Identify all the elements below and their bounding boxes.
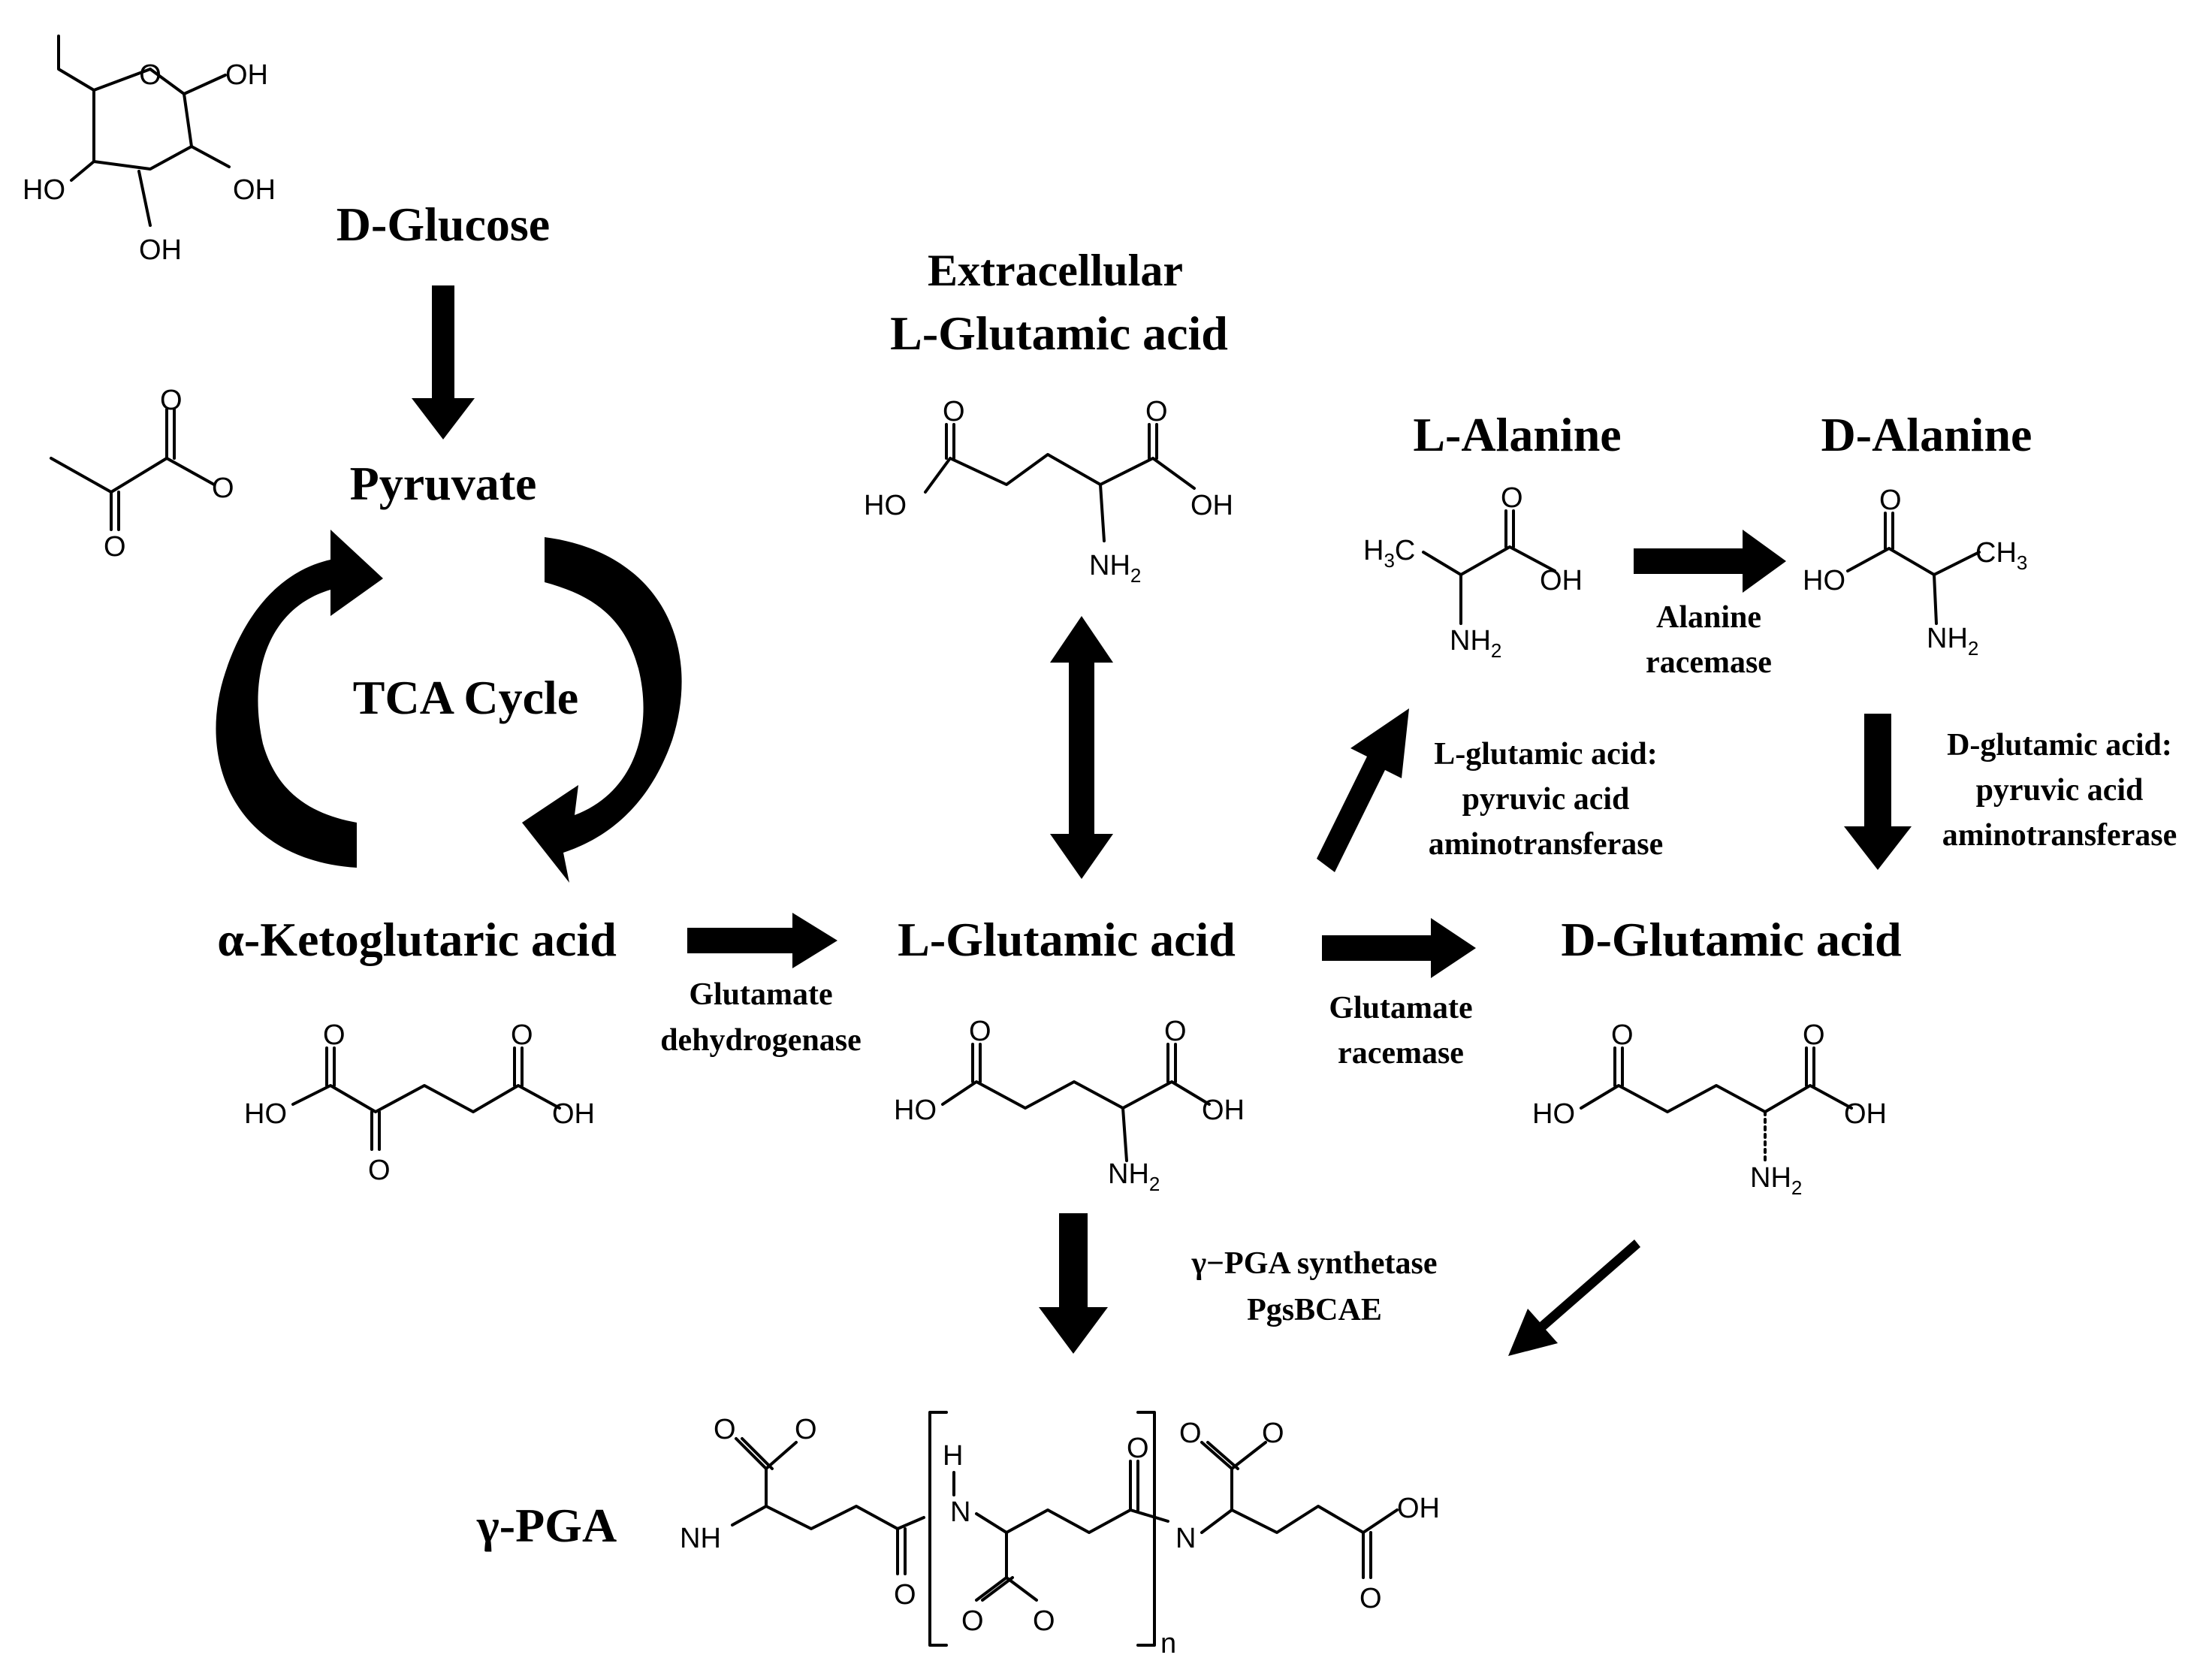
d-ala-oxygen: O: [1879, 485, 1902, 516]
gdh-label-line2: dehydrogenase: [660, 1023, 862, 1058]
gdh-label-line1: Glutamate: [689, 977, 832, 1012]
tca-cycle-label: TCA Cycle: [353, 671, 578, 724]
l-glu-nh2: NH2: [1108, 1158, 1160, 1195]
l-glu-oxygen-1: O: [969, 1016, 991, 1047]
glucose-ring-oxygen: O: [139, 59, 161, 91]
ext-glu-oh: OH: [1190, 490, 1233, 521]
d-ala-ch3: CH3: [1975, 537, 2027, 574]
pga-synthetase-label-line2: PgsBCAE: [1247, 1293, 1382, 1327]
l-alanine-structure: O H3C OH NH2: [1363, 482, 1583, 662]
d-glu-oh: OH: [1844, 1098, 1887, 1130]
glucose-oh-1: OH: [225, 59, 268, 91]
l-glutamic-to-pga-arrow: [1039, 1213, 1108, 1354]
d-glutamic-structure: O O HO OH NH2: [1532, 1019, 1887, 1199]
glucose-to-pyruvate-arrow: [412, 285, 475, 439]
akg-oxygen-2: O: [511, 1019, 533, 1051]
pga-synthetase-label-line1: γ−PGA synthetase: [1190, 1246, 1437, 1281]
d-alanine-to-d-glutamic-arrow: [1844, 714, 1912, 870]
extracellular-l-glutamic-structure: O O HO OH NH2: [864, 396, 1233, 587]
l-aminotransferase-label-line3: aminotransferase: [1429, 827, 1664, 862]
l-glutamic-acid-label: L-Glutamic acid: [898, 913, 1236, 966]
d-alanine-label: D-Alanine: [1821, 408, 2032, 461]
pga-oxygen-1: O: [714, 1414, 736, 1445]
glutamate-transport-double-arrow: [1050, 616, 1113, 879]
d-ala-ho: HO: [1803, 565, 1845, 596]
pga-oxygen-7: O: [1179, 1418, 1202, 1449]
gamma-pga-structure: O O O NH N H O O O n N O O O OH: [680, 1411, 1440, 1659]
pga-oxygen-3: O: [894, 1579, 916, 1611]
tca-cycle-left-arrow: [216, 530, 383, 868]
ext-glu-nh2: NH2: [1089, 550, 1141, 587]
akg-oxygen-3: O: [368, 1155, 391, 1186]
pyruvate-oxygen-1: O: [160, 385, 183, 416]
pyruvate-oxygen-3: O: [104, 531, 126, 563]
ext-glu-ho: HO: [864, 490, 907, 521]
pyruvate-oxygen-2: O: [212, 473, 234, 504]
d-glucose-label: D-Glucose: [336, 198, 550, 251]
pga-oxygen-8: O: [1262, 1418, 1284, 1449]
ext-glu-oxygen-1: O: [943, 396, 965, 427]
glutamate-racemase-label-line1: Glutamate: [1329, 991, 1472, 1025]
l-glu-oh: OH: [1202, 1095, 1245, 1126]
d-glu-oxygen-2: O: [1803, 1019, 1825, 1051]
pga-oxygen-2: O: [795, 1414, 817, 1445]
extracellular-l-glutamic-label: L-Glutamic acid: [890, 307, 1228, 360]
l-glutamic-structure: O O HO OH NH2: [894, 1016, 1245, 1195]
gamma-pga-label: γ-PGA: [476, 1499, 617, 1552]
pga-oxygen-6: O: [1033, 1605, 1055, 1637]
pga-h: H: [943, 1440, 963, 1472]
l-aminotransferase-label-line2: pyruvic acid: [1462, 782, 1630, 817]
pga-nh2: NH: [680, 1523, 721, 1554]
pga-oh: OH: [1397, 1493, 1440, 1524]
d-aminotransferase-label-line3: aminotransferase: [1942, 818, 2177, 853]
d-glu-ho: HO: [1532, 1098, 1575, 1130]
pga-oxygen-5: O: [961, 1605, 984, 1637]
l-glu-oxygen-2: O: [1164, 1016, 1187, 1047]
pga-repeat-n: n: [1160, 1628, 1176, 1659]
extracellular-label: Extracellular: [928, 246, 1183, 295]
glucose-ho-4: HO: [23, 174, 65, 206]
d-ala-nh2: NH2: [1927, 623, 1978, 660]
l-to-d-glutamic-arrow: [1322, 918, 1476, 978]
d-glutamic-to-pga-arrow: [1508, 1240, 1640, 1356]
l-ala-h3c: H3C: [1363, 535, 1415, 572]
l-ala-oxygen: O: [1501, 482, 1523, 514]
d-aminotransferase-label-line2: pyruvic acid: [1976, 773, 2144, 808]
pyruvate-label: Pyruvate: [350, 457, 537, 510]
d-glutamic-acid-label: D-Glutamic acid: [1561, 913, 1901, 966]
alanine-racemase-label-line1: Alanine: [1656, 600, 1761, 635]
akg-oh: OH: [552, 1098, 595, 1130]
pga-n-1: N: [950, 1496, 970, 1528]
l-ala-nh2: NH2: [1450, 625, 1501, 662]
ext-glu-oxygen-2: O: [1145, 396, 1168, 427]
l-ala-oh: OH: [1540, 565, 1583, 596]
akg-ho: HO: [244, 1098, 287, 1130]
pyruvate-structure: O O O: [50, 385, 234, 563]
pga-oxygen-4: O: [1127, 1433, 1149, 1464]
l-glu-ho: HO: [894, 1095, 937, 1126]
l-alanine-label: L-Alanine: [1413, 408, 1621, 461]
d-aminotransferase-label-line1: D-glutamic acid:: [1947, 728, 2172, 763]
pga-oxygen-9: O: [1359, 1583, 1382, 1614]
glucose-oh-3: OH: [139, 234, 182, 266]
alanine-racemase-label-line2: racemase: [1646, 645, 1772, 680]
d-glucose-structure: O OH OH HO OH: [23, 35, 276, 266]
d-alanine-structure: O HO CH3 NH2: [1803, 485, 2027, 660]
l-glutamic-to-l-alanine-arrow: [1317, 708, 1409, 872]
tca-cycle-right-arrow: [522, 537, 682, 883]
alpha-ketoglutaric-acid-label: α-Ketoglutaric acid: [217, 913, 617, 966]
akg-oxygen-1: O: [323, 1019, 346, 1051]
l-to-d-alanine-arrow: [1634, 530, 1786, 593]
l-aminotransferase-label-line1: L-glutamic acid:: [1434, 737, 1657, 772]
glutamate-racemase-label-line2: racemase: [1338, 1036, 1464, 1071]
d-glu-nh2: NH2: [1750, 1162, 1802, 1199]
glucose-oh-2: OH: [233, 174, 276, 206]
pga-n-2: N: [1175, 1523, 1196, 1554]
d-glu-oxygen-1: O: [1611, 1019, 1634, 1051]
alpha-ketoglutaric-structure: O O O HO OH: [244, 1019, 595, 1186]
akg-to-l-glutamic-arrow: [687, 913, 837, 968]
